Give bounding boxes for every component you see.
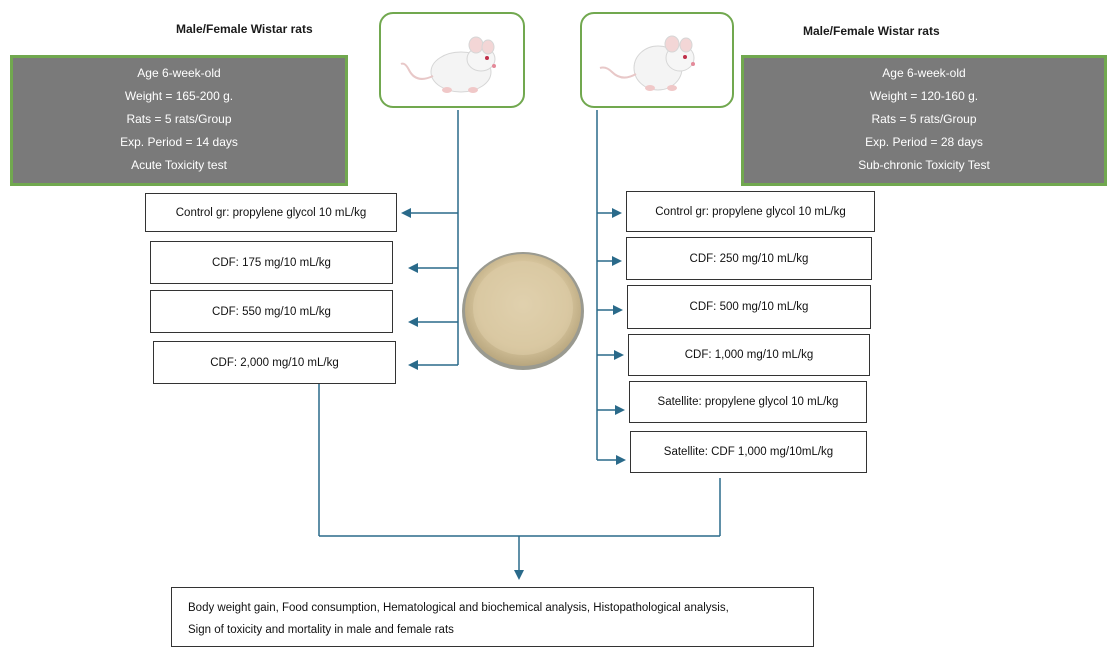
right-info-period: Exp. Period = 28 days <box>865 135 983 149</box>
right-info-age: Age 6-week-old <box>882 66 966 80</box>
right-info-weight: Weight = 120-160 g. <box>869 89 979 103</box>
left-info-box: Age 6-week-old Weight = 165-200 g. Rats … <box>10 55 348 186</box>
left-title: Male/Female Wistar rats <box>176 22 313 36</box>
right-rat-box <box>580 12 734 108</box>
left-info-age: Age 6-week-old <box>137 66 221 80</box>
left-info-weight: Weight = 165-200 g. <box>124 89 234 103</box>
left-group-cdf-2000: CDF: 2,000 mg/10 mL/kg <box>153 341 396 384</box>
results-line-2: Sign of toxicity and mortality in male a… <box>188 624 454 636</box>
right-group-cdf-500: CDF: 500 mg/10 mL/kg <box>627 285 871 329</box>
powder-dish-icon <box>462 252 584 370</box>
left-info-rats: Rats = 5 rats/Group <box>126 112 232 126</box>
right-info-box: Age 6-week-old Weight = 120-160 g. Rats … <box>741 55 1107 186</box>
right-group-satellite-pg: Satellite: propylene glycol 10 mL/kg <box>629 381 867 423</box>
left-info-period: Exp. Period = 14 days <box>120 135 238 149</box>
right-title: Male/Female Wistar rats <box>803 24 940 38</box>
white-rat-icon <box>599 35 695 91</box>
right-group-satellite-cdf: Satellite: CDF 1,000 mg/10mL/kg <box>630 431 867 473</box>
left-group-control: Control gr: propylene glycol 10 mL/kg <box>145 193 397 232</box>
right-group-control: Control gr: propylene glycol 10 mL/kg <box>626 191 875 232</box>
left-group-cdf-175: CDF: 175 mg/10 mL/kg <box>150 241 393 284</box>
results-box: Body weight gain, Food consumption, Hema… <box>171 587 814 647</box>
right-group-cdf-1000: CDF: 1,000 mg/10 mL/kg <box>628 334 870 376</box>
left-info-test: Acute Toxicity test <box>131 158 227 172</box>
right-info-test: Sub-chronic Toxicity Test <box>858 158 990 172</box>
white-rat-icon <box>400 36 496 93</box>
right-info-rats: Rats = 5 rats/Group <box>871 112 977 126</box>
left-group-cdf-550: CDF: 550 mg/10 mL/kg <box>150 290 393 333</box>
left-rat-box <box>379 12 525 108</box>
right-group-cdf-250: CDF: 250 mg/10 mL/kg <box>626 237 872 280</box>
results-line-1: Body weight gain, Food consumption, Hema… <box>188 602 729 614</box>
